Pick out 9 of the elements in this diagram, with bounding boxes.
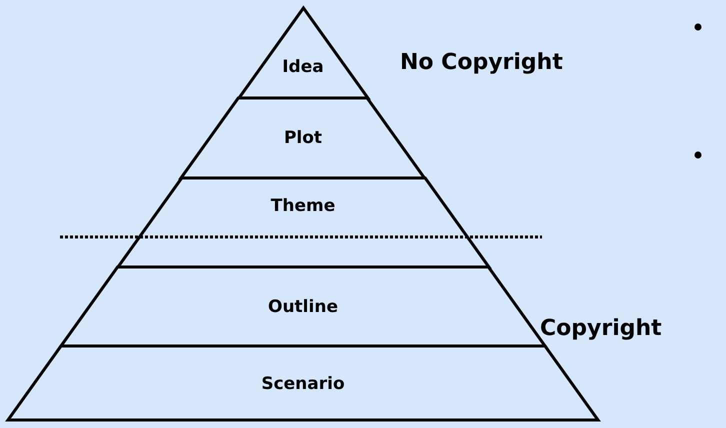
band-label: Idea (282, 57, 324, 77)
region-label: Copyright (540, 316, 662, 341)
pyramid-band (181, 98, 425, 178)
band-label: Theme (270, 196, 336, 216)
pyramid-band (8, 346, 598, 420)
band-label: Outline (268, 297, 338, 317)
band-label: Plot (284, 128, 322, 148)
region-label: No Copyright (400, 50, 563, 75)
band-label: Scenario (261, 374, 345, 394)
